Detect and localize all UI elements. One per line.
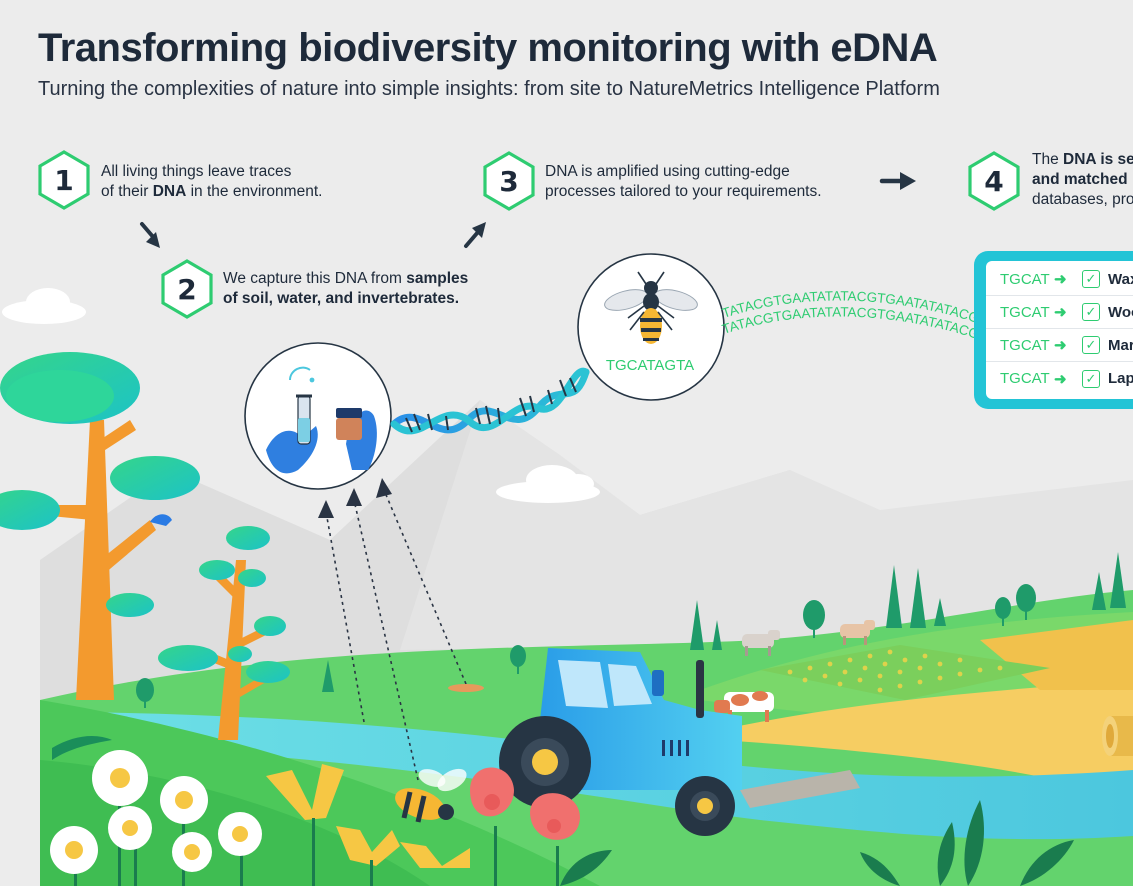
species-name: Woo [1108, 303, 1133, 321]
cloud-icon [2, 288, 600, 503]
step-3-badge: 3 [481, 151, 537, 211]
leaf-icon [560, 800, 1074, 886]
yellow-flower-icon [266, 764, 470, 886]
step-1-text: All living things leave traces of their … [101, 162, 322, 202]
species-match-panel: TGCAT ➜ ✓ Wax TGCAT ➜ ✓ Woo TGCAT ➜ ✓ Ma… [974, 251, 1133, 409]
match-sequence: TGCAT [1000, 270, 1050, 288]
daisy-icon [50, 750, 262, 886]
page-subtitle: Turning the complexities of nature into … [38, 78, 940, 100]
arrow-right-icon: ➜ [1054, 370, 1067, 388]
species-name: Mar [1108, 336, 1133, 354]
bee-sequence-label: TGCATAGTA [605, 357, 695, 374]
tulip-icon [470, 767, 580, 886]
pine-trees [136, 552, 1126, 708]
step-4-line-1-bold: DNA is se [1063, 151, 1133, 168]
step-1-line-2a: of their [101, 183, 153, 200]
check-icon: ✓ [1082, 369, 1100, 388]
page-title: Transforming biodiversity monitoring wit… [38, 26, 938, 70]
arrow-down-right-icon [140, 222, 160, 248]
arrow-up-icon [318, 478, 392, 518]
species-match-list: TGCAT ➜ ✓ Wax TGCAT ➜ ✓ Woo TGCAT ➜ ✓ Ma… [986, 261, 1133, 399]
step-1-line-2-bold: DNA [152, 183, 187, 200]
sample-collection-circle [244, 342, 392, 490]
arrow-right-icon: ➜ [1054, 337, 1067, 354]
tree-icon [0, 352, 200, 700]
step-3-number: 3 [499, 164, 519, 198]
bird-icon [150, 514, 172, 526]
dna-helix-icon [390, 367, 590, 435]
step-4-line-1a: The [1032, 151, 1064, 168]
step-1-number: 1 [54, 163, 74, 197]
tractor-icon [499, 648, 742, 836]
arrow-right-icon: ➜ [1054, 304, 1067, 321]
arrow-right-icon [879, 172, 916, 190]
match-sequence: TGCAT [1000, 303, 1050, 321]
bee-icon [395, 768, 467, 823]
step-2-line-1-bold: samples [406, 270, 469, 287]
step-2-line-1a: We capture this DNA from [223, 270, 407, 287]
step-4-number: 4 [984, 164, 1004, 198]
species-name: Lap [1108, 370, 1133, 387]
species-name: Wax [1108, 270, 1133, 288]
step-4-line-2-bold: and matched [1032, 171, 1128, 188]
list-item: TGCAT ➜ ✓ Mar [986, 329, 1133, 362]
check-icon: ✓ [1082, 303, 1100, 321]
match-sequence: TGCAT [1000, 336, 1050, 354]
match-sequence: TGCAT [1000, 370, 1050, 387]
step-3-line-2: processes tailored to your requirements. [545, 183, 822, 200]
step-1-line-1: All living things leave traces [101, 163, 292, 180]
soil-sample-spot [448, 684, 484, 692]
step-3-line-1: DNA is amplified using cutting-edge [545, 163, 790, 180]
step-2-number: 2 [177, 272, 197, 306]
list-item: TGCAT ➜ ✓ Lap [986, 362, 1133, 395]
check-icon: ✓ [1082, 336, 1100, 354]
step-1-line-2b: in the environment. [186, 183, 323, 200]
list-item: TGCAT ➜ ✓ Wax [986, 263, 1133, 296]
step-2-line-2-bold: of soil, water, and invertebrates. [223, 290, 460, 307]
bee-sample-circle [577, 253, 725, 401]
hay-bale-icon [1102, 716, 1133, 756]
arrow-up-right-icon [464, 222, 486, 248]
hexagon-number-icon [38, 150, 1020, 319]
arrow-right-icon: ➜ [1054, 271, 1067, 288]
dna-sequence-stream: TATACGTGAATATATACGTGAATATATACG TATACGTGA… [720, 288, 981, 341]
sampling-paths [325, 489, 467, 781]
step-2-badge: 2 [159, 259, 215, 319]
step-1-badge: 1 [36, 150, 92, 210]
step-4-text: The DNA is se and matched databases, pro [1032, 150, 1133, 210]
check-icon: ✓ [1082, 270, 1100, 288]
step-4-badge: 4 [966, 151, 1022, 211]
tree-icon [158, 526, 290, 740]
step-3-text: DNA is amplified using cutting-edge proc… [545, 162, 822, 202]
list-item: TGCAT ➜ ✓ Woo [986, 296, 1133, 329]
step-4-line-3: databases, pro [1032, 191, 1133, 208]
step-2-text: We capture this DNA from samples of soil… [223, 269, 468, 309]
cow-icon [714, 620, 875, 722]
